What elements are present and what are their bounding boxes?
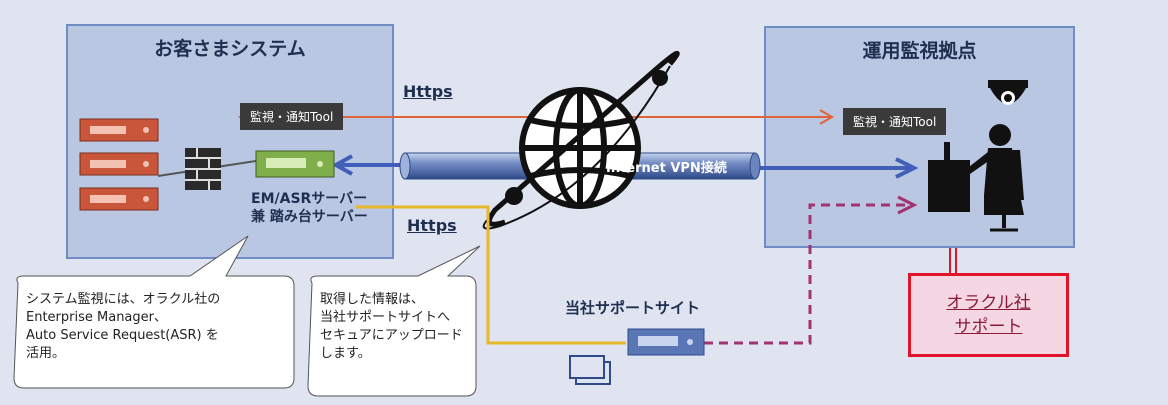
operator-icon (928, 124, 1024, 232)
vpn-arrow (331, 154, 919, 179)
ops-center-title: 運用監視拠点 (862, 40, 977, 62)
customer-tool-label: 監視・通知Tool (240, 103, 344, 130)
camera-icon (988, 80, 1028, 105)
callout-left-text: システム監視には、オラクル社の Enterprise Manager、 Auto… (26, 292, 221, 361)
em-asr-server-icon (255, 150, 335, 178)
vpn-label: Internet VPN接続 (606, 161, 727, 176)
support-site-label: 当社サポートサイト (565, 299, 701, 317)
callout-right (307, 245, 481, 397)
ops-tool-label: 監視・通知Tool (843, 108, 947, 135)
em-asr-server-label: EM/ASRサーバー 兼 踏み台サーバー (251, 190, 368, 226)
callout-right-text: 取得した情報は、 当社サポートサイトへ セキュアにアップロード します。 (320, 292, 463, 361)
em-asr-server-label-line2: 兼 踏み台サーバー (251, 209, 368, 225)
upload-line (356, 205, 626, 345)
monitor-icon (569, 355, 611, 385)
https-bottom-label: Https (407, 216, 457, 235)
support-site-server-icon (627, 328, 705, 356)
callout-left (13, 235, 295, 389)
support-dashed-link (704, 195, 918, 345)
oracle-support-line2: サポート (954, 317, 1023, 337)
em-asr-server-label-line1: EM/ASRサーバー (251, 191, 368, 207)
oracle-support-box: オラクル社 サポート (908, 273, 1069, 357)
firewall-icon (185, 148, 221, 190)
globe-icon (482, 51, 680, 230)
oracle-support-line1: オラクル社 (946, 293, 1031, 313)
server-rack-icon (79, 118, 159, 211)
customer-system-title: お客さまシステム (154, 38, 306, 60)
oracle-link (949, 248, 957, 273)
https-top-label: Https (403, 82, 453, 101)
